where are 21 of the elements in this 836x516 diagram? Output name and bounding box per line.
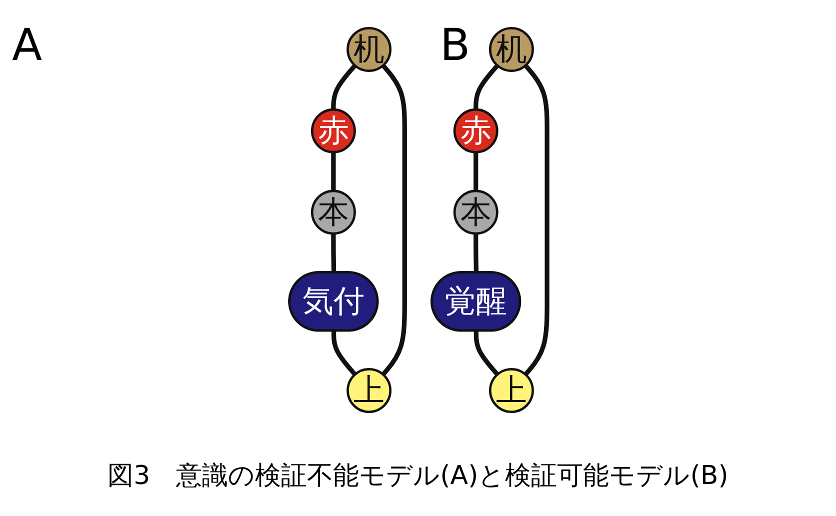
panel-letter: A	[12, 20, 42, 71]
node-circle: 上	[488, 368, 534, 414]
panel-letter: B	[440, 20, 470, 71]
connector	[473, 234, 478, 273]
connector	[331, 330, 357, 376]
node-circle: 本	[310, 190, 356, 235]
connector	[473, 64, 499, 110]
node-circle: 机	[346, 26, 392, 72]
node-circle: 机	[488, 26, 534, 72]
node-circle: 本	[453, 190, 498, 235]
node-circle: 上	[346, 368, 392, 414]
connector	[330, 234, 336, 273]
node-circle: 赤	[453, 108, 498, 154]
connector	[524, 64, 550, 376]
connector	[381, 64, 407, 376]
connector	[330, 152, 336, 191]
connector	[474, 330, 499, 376]
connector	[473, 152, 478, 191]
connector	[330, 64, 357, 110]
node-circle: 赤	[310, 108, 356, 154]
figure-caption: 図3 意識の検証不能モデル(A)と検証可能モデル(B)	[106, 460, 730, 493]
